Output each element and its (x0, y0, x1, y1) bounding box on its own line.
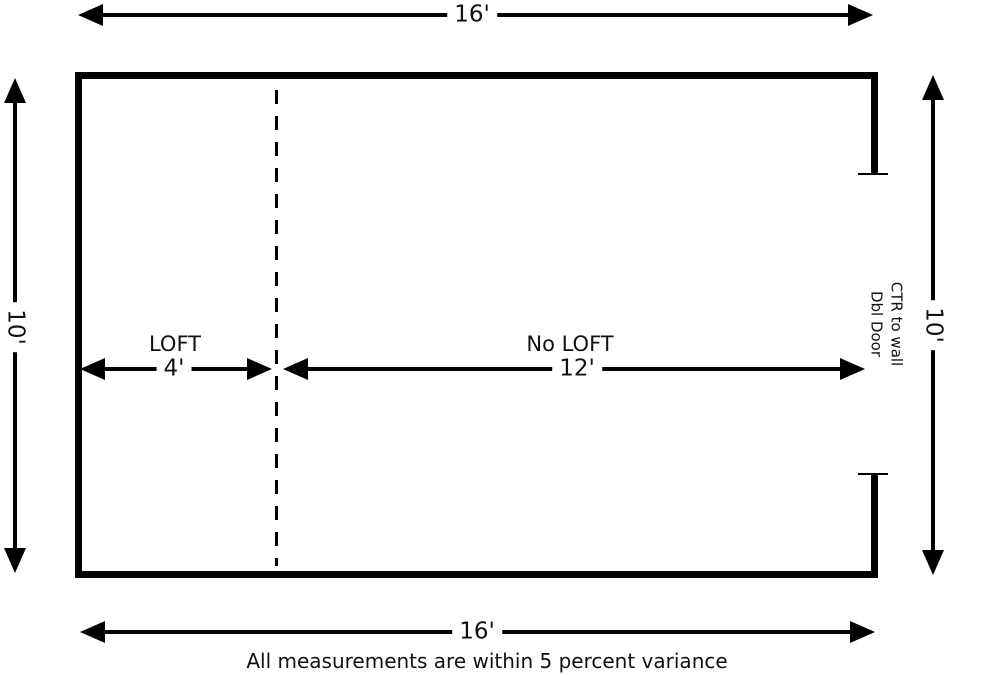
arrowhead-left-icon (78, 4, 103, 26)
arrowhead-down-icon (922, 550, 944, 575)
bottom-dimension-label: 16' (452, 619, 502, 645)
wall-right-lower (871, 475, 878, 578)
arrowhead-left-icon (283, 358, 308, 380)
arrowhead-right-icon (247, 358, 272, 380)
wall-left (75, 72, 82, 578)
door-annotation: CTR to wall Dbl Door (866, 282, 907, 366)
no-loft-zone-label: No LOFT (526, 332, 614, 356)
arrowhead-right-icon (840, 358, 865, 380)
arrowhead-left-icon (80, 621, 105, 643)
arrowhead-right-icon (850, 621, 875, 643)
arrowhead-up-icon (922, 75, 944, 100)
loft-zone-label: LOFT (148, 332, 202, 356)
right-dimension-label: 10' (920, 300, 947, 350)
door-jamb-bottom (858, 473, 888, 475)
wall-bottom (75, 571, 878, 578)
arrowhead-left-icon (80, 358, 105, 380)
door-annotation-line2: Dbl Door (867, 290, 885, 358)
wall-right-upper (871, 72, 878, 173)
arrowhead-right-icon (848, 4, 873, 26)
variance-caption: All measurements are within 5 percent va… (246, 649, 728, 673)
arrowhead-up-icon (4, 78, 26, 103)
arrowhead-down-icon (4, 548, 26, 573)
top-dimension-label: 16' (447, 2, 497, 28)
door-annotation-line1: CTR to wall (887, 281, 906, 367)
loft-dimension-label: 4' (156, 356, 192, 382)
no-loft-dimension-label: 12' (552, 356, 602, 382)
door-jamb-top (858, 173, 888, 175)
left-dimension-label: 10' (2, 302, 29, 352)
loft-boundary-dashed-line (275, 90, 278, 566)
wall-top (75, 72, 878, 79)
